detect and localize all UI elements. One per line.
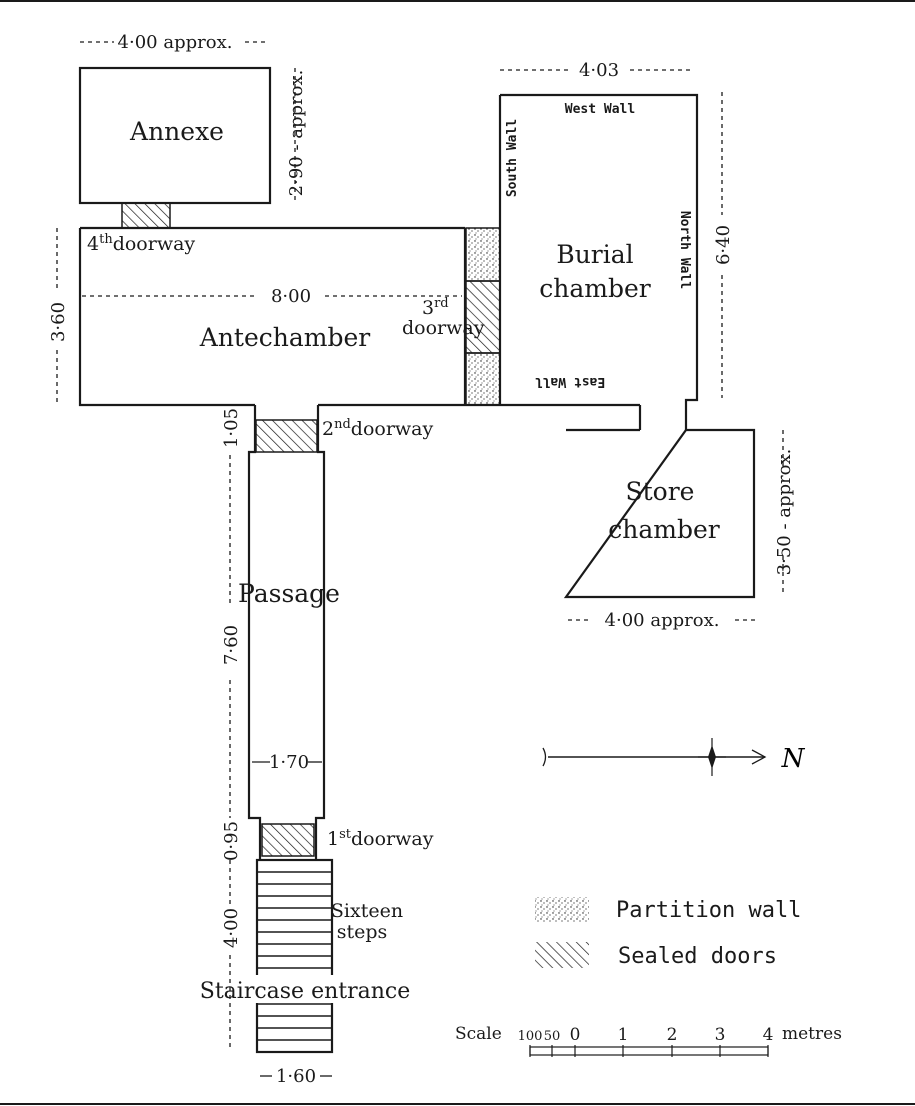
staircase-label-backdrop	[186, 975, 424, 1003]
second-doorway-text: doorway	[351, 418, 434, 440]
store-chamber-label-line1: Store	[626, 477, 695, 506]
scale-bar-frame	[529, 1046, 769, 1056]
dim-passage-width: 1·70	[252, 752, 322, 773]
staircase-steps	[257, 871, 332, 1041]
annexe-height-value: 2·90 - approx.	[286, 70, 307, 197]
store-chamber-label-line2: chamber	[608, 515, 720, 544]
passage-length-value: 7·60	[221, 625, 242, 665]
annexe-width-value: 4·00 approx.	[118, 32, 233, 53]
sixteen-steps-label-line2: steps	[337, 921, 388, 943]
antechamber-room	[78, 226, 640, 407]
dim-store-width: 4·00 approx.	[568, 610, 757, 631]
stairs-length-value: 4·00	[221, 908, 242, 948]
burial-height-value: 6·40	[713, 225, 734, 265]
dim-annexe-width: 4·00 approx.	[80, 32, 266, 53]
scale-tick-label: 0	[570, 1025, 581, 1045]
passage-label: Passage	[238, 579, 340, 608]
antechamber-length-value: 8·00	[271, 286, 311, 307]
passage-width-value: 1·70	[269, 752, 309, 773]
legend-partition-swatch	[535, 897, 589, 922]
dim-antechamber-width: 3·60	[48, 228, 69, 405]
second-doorway-label: 2nddoorway	[322, 417, 434, 440]
passage-corridor	[247, 405, 326, 860]
north-arrow: N	[542, 738, 806, 776]
dim-stairs-width: 1·60	[260, 1066, 332, 1087]
passage-upper-value: 1·05	[221, 408, 242, 448]
third-doorway-seal	[465, 280, 501, 354]
antechamber-width-value: 3·60	[48, 302, 69, 342]
dim-antechamber-length: 8·00	[82, 286, 462, 307]
fourth-doorway-suffix: th	[99, 232, 113, 247]
store-height-value: 3·50 - approx.	[774, 449, 795, 576]
west-wall-label: West Wall	[565, 102, 635, 117]
stairs-width-value: 1·60	[276, 1066, 316, 1087]
first-doorway-suffix: st	[339, 827, 352, 842]
third-doorway-text: doorway	[402, 317, 485, 339]
scale-tick-label: 100	[518, 1029, 543, 1044]
legend-partition-label: Partition wall	[616, 898, 801, 923]
fourth-doorway-seal	[121, 202, 171, 229]
dim-store-height: 3·50 - approx.	[774, 430, 795, 593]
third-doorway-label: 3rd	[422, 296, 449, 319]
scale-tick-label: 50	[544, 1029, 561, 1044]
partition-wall-lower	[465, 352, 501, 406]
annexe-room	[78, 66, 272, 205]
burial-chamber-label-line1: Burial	[556, 240, 633, 269]
burial-chamber-room	[498, 93, 699, 430]
dim-burial-height: 6·40	[713, 92, 734, 398]
fourth-doorway-text: doorway	[113, 233, 196, 255]
legend-sealed-label: Sealed doors	[618, 944, 777, 969]
first-doorway-number: 1	[327, 828, 339, 850]
sixteen-steps-label-line1: Sixteen	[331, 900, 403, 922]
annexe-label: Annexe	[129, 117, 224, 146]
second-doorway-suffix: nd	[334, 417, 351, 432]
second-doorway-seal	[255, 419, 318, 453]
legend-sealed-swatch	[535, 942, 589, 968]
antechamber-label: Antechamber	[199, 323, 371, 352]
dim-burial-width: 4·03	[500, 60, 692, 81]
scale-unit: metres	[782, 1024, 842, 1044]
third-doorway-suffix: rd	[434, 296, 449, 311]
store-chamber-room	[563, 428, 756, 599]
second-doorway-number: 2	[322, 418, 334, 440]
first-doorway-seal	[261, 823, 315, 857]
partition-wall-upper	[465, 227, 501, 282]
passage-lower-value: 0·95	[221, 821, 242, 861]
scale-tick-label: 3	[715, 1025, 726, 1045]
third-doorway-number: 3	[422, 297, 434, 319]
fourth-doorway-number: 4	[87, 233, 99, 255]
store-width-value: 4·00 approx.	[605, 610, 720, 631]
scale-label: Scale	[455, 1024, 502, 1044]
scale-tick-label: 2	[667, 1025, 678, 1045]
dim-annexe-height: 2·90 - approx.	[286, 68, 307, 200]
first-doorway-label: 1stdoorway	[327, 827, 434, 850]
staircase-entrance-label: Staircase entrance	[200, 979, 411, 1004]
south-wall-label: South Wall	[505, 119, 520, 197]
dim-passage: 1·05 7·60 0·95 4·00	[221, 408, 242, 1050]
burial-width-value: 4·03	[579, 60, 619, 81]
first-doorway-text: doorway	[351, 828, 434, 850]
burial-chamber-label-line2: chamber	[539, 274, 651, 303]
scale-tick-label: 1	[618, 1025, 629, 1045]
east-wall-label: East Wall	[535, 374, 605, 389]
north-arrow-label: N	[781, 744, 806, 774]
fourth-doorway-label: 4thdoorway	[87, 232, 195, 255]
north-wall-label: North Wall	[677, 211, 692, 289]
scale-tick-label: 4	[763, 1025, 774, 1045]
